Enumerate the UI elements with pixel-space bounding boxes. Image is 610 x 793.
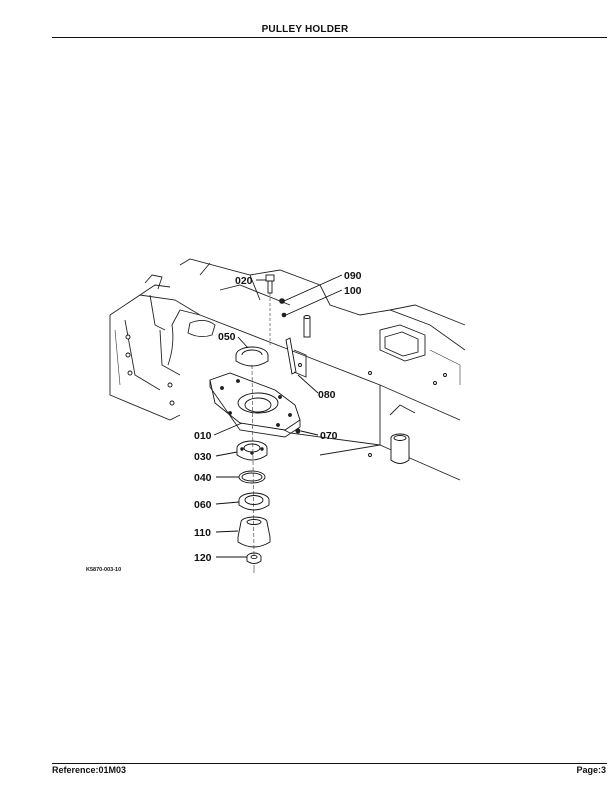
label-060: 060: [194, 499, 212, 511]
holder-plate-010-drawing: [209, 372, 301, 438]
header-divider: [52, 37, 607, 38]
left-frame-drawing: [109, 274, 216, 421]
footer-divider: [52, 763, 607, 764]
label-030: 030: [194, 451, 212, 463]
page-title: PULLEY HOLDER: [261, 24, 349, 35]
label-010: 010: [194, 430, 212, 442]
footer-reference: Reference:01M03: [52, 765, 127, 775]
center-axis-line: [251, 364, 255, 556]
washer-100-drawing: [281, 312, 287, 318]
footer-page-number: Page:3: [576, 765, 606, 775]
nut-090-drawing: [279, 298, 285, 304]
label-090: 090: [344, 270, 362, 282]
label-110: 110: [194, 527, 211, 539]
label-070: 070: [320, 430, 338, 442]
ring-060-drawing: [238, 492, 270, 511]
label-120: 120: [194, 552, 212, 564]
label-050: 050: [218, 331, 236, 343]
snap-ring-040-drawing: [238, 470, 266, 484]
leader-lines: [213, 274, 343, 558]
pin-080-drawing: [285, 337, 307, 378]
label-100: 100: [344, 285, 362, 297]
figure-code: K5870-003-10: [86, 567, 121, 573]
washer-070-drawing: [295, 428, 301, 434]
label-040: 040: [194, 472, 212, 484]
bolt-020-drawing: [265, 274, 275, 345]
exploded-parts-diagram: 020 090 100 050 080 010 070 030 040 060 …: [80, 255, 470, 575]
pin-right-drawing: [390, 433, 410, 464]
deck-plate-drawing: [179, 258, 466, 481]
label-020: 020: [235, 275, 253, 287]
label-080: 080: [318, 389, 336, 401]
center-stud-drawing: [303, 315, 311, 338]
pulley-holder-drawing: 020 090 100 050 080 010 070 030 040 060 …: [86, 258, 466, 573]
nut-120-drawing: [246, 552, 262, 573]
bearing-030-drawing: [236, 440, 268, 461]
seal-050-drawing: [235, 346, 269, 367]
